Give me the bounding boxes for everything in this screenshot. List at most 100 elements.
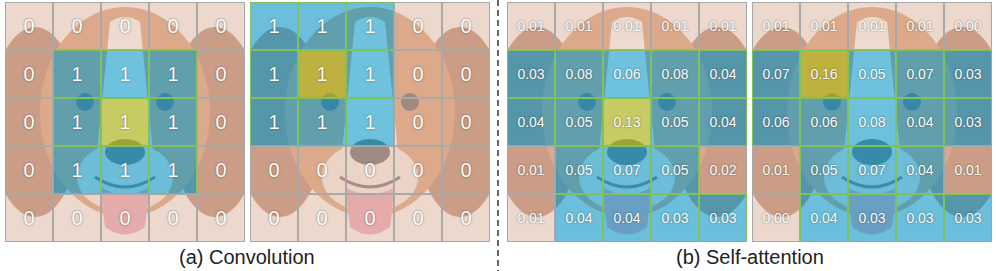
grid-cell: 0.01 [752,2,800,50]
grid-cell: 1 [250,50,298,98]
grid-cell: 0.16 [800,50,848,98]
grid-cell: 1 [298,50,346,98]
grid-cell: 0.01 [507,194,555,242]
grid-cell: 0.07 [603,146,651,194]
grid-cell: 0 [5,98,53,146]
grid-cell: 0.04 [800,194,848,242]
grid-cell: 0.04 [896,146,944,194]
grid-cell: 0 [149,194,197,242]
grid-cell: 1 [149,146,197,194]
grid-cell: 0.01 [699,2,747,50]
grid-cell: 0.03 [944,194,992,242]
grid-cell: 0.01 [507,2,555,50]
grid-cell: 0 [442,146,490,194]
grid-cell: 0 [197,146,245,194]
grid-cell: 1 [53,98,101,146]
grid-cell: 0 [197,50,245,98]
grid-cell: 1 [346,50,394,98]
grid-cell: 0.01 [800,2,848,50]
grid-cell: 1 [346,2,394,50]
grid-cell: 0.06 [752,98,800,146]
grid-cell: 0 [197,194,245,242]
grid-cell: 1 [101,98,149,146]
grid-cell: 0.07 [896,50,944,98]
grid-cell: 0.05 [651,146,699,194]
grid-cell: 0 [346,146,394,194]
grid-cell: 1 [101,50,149,98]
grid-cell: 0.03 [848,194,896,242]
grid-cell: 0.02 [699,146,747,194]
grid-cell: 0 [53,2,101,50]
grid-cell: 0.01 [603,2,651,50]
grid-cell: 1 [149,98,197,146]
grid-cell: 0 [149,2,197,50]
grid-cell: 1 [101,146,149,194]
subfigure-caption: (b) Self-attention [676,246,824,269]
grid-cell: 0.04 [603,194,651,242]
grid-cell: 0.04 [896,98,944,146]
grid-cell: 0.07 [752,50,800,98]
grid-cell: 1 [250,98,298,146]
grid-cell: 0.01 [651,2,699,50]
grid-cell: 1 [346,98,394,146]
grid-cell: 0 [53,194,101,242]
subfigure-caption: (a) Convolution [179,246,315,269]
grid-cell: 0 [5,146,53,194]
grid-cell: 0 [394,2,442,50]
grid-cell: 1 [149,50,197,98]
grid-cell: 0 [250,146,298,194]
grid-cell: 0.00 [944,2,992,50]
grid-cell: 0.03 [944,50,992,98]
grid-cell: 0.03 [699,194,747,242]
grid-cell: 0.03 [896,194,944,242]
grid-cell: 0 [101,2,149,50]
grid-cell: 0 [442,194,490,242]
grid-cell: 0.03 [507,50,555,98]
grid-cell: 0 [442,98,490,146]
grid-cell: 0.13 [603,98,651,146]
grid-cell: 0.01 [507,146,555,194]
grid-cell: 0.07 [848,146,896,194]
grid-cell: 0.06 [800,98,848,146]
grid-cell: 0.04 [555,194,603,242]
grid-cell: 0.00 [752,194,800,242]
grid-cell: 0 [5,194,53,242]
grid-cell: 0 [101,194,149,242]
grid-cell: 0 [5,2,53,50]
grid-cell: 0.08 [555,50,603,98]
grid-cell: 0.06 [603,50,651,98]
grid-cell: 0.03 [651,194,699,242]
grid-cell: 0.05 [848,50,896,98]
grid-cell: 0 [442,2,490,50]
grid-cell: 0.08 [651,50,699,98]
grid-cell: 1 [298,2,346,50]
grid-cell: 0.03 [944,98,992,146]
grid-cell: 0 [250,194,298,242]
grid-cell: 0.01 [555,2,603,50]
grid-cell: 0.04 [507,98,555,146]
grid-cell: 0.01 [896,2,944,50]
grid-cell: 0 [442,50,490,98]
grid-cell: 0 [394,50,442,98]
grid-cell: 0.08 [848,98,896,146]
grid-cell: 0.01 [944,146,992,194]
grid-cell: 1 [250,2,298,50]
grid-cell: 0.05 [800,146,848,194]
grid-cell: 0.05 [651,98,699,146]
grid-cell: 0 [394,98,442,146]
grid-cell: 0.05 [555,146,603,194]
grid-cell: 1 [53,50,101,98]
grid-cell: 0 [394,146,442,194]
grid-cell: 0.01 [848,2,896,50]
grid-cell: 0 [346,194,394,242]
grid-cell: 0 [298,146,346,194]
grid-cell: 1 [298,98,346,146]
grid-cell: 0 [394,194,442,242]
grid-cell: 0 [197,2,245,50]
grid-cell: 0 [5,50,53,98]
grid-cell: 1 [53,146,101,194]
grid-cell: 0.05 [555,98,603,146]
grid-cell: 0.04 [699,50,747,98]
grid-cell: 0 [197,98,245,146]
grid-cell: 0.04 [699,98,747,146]
